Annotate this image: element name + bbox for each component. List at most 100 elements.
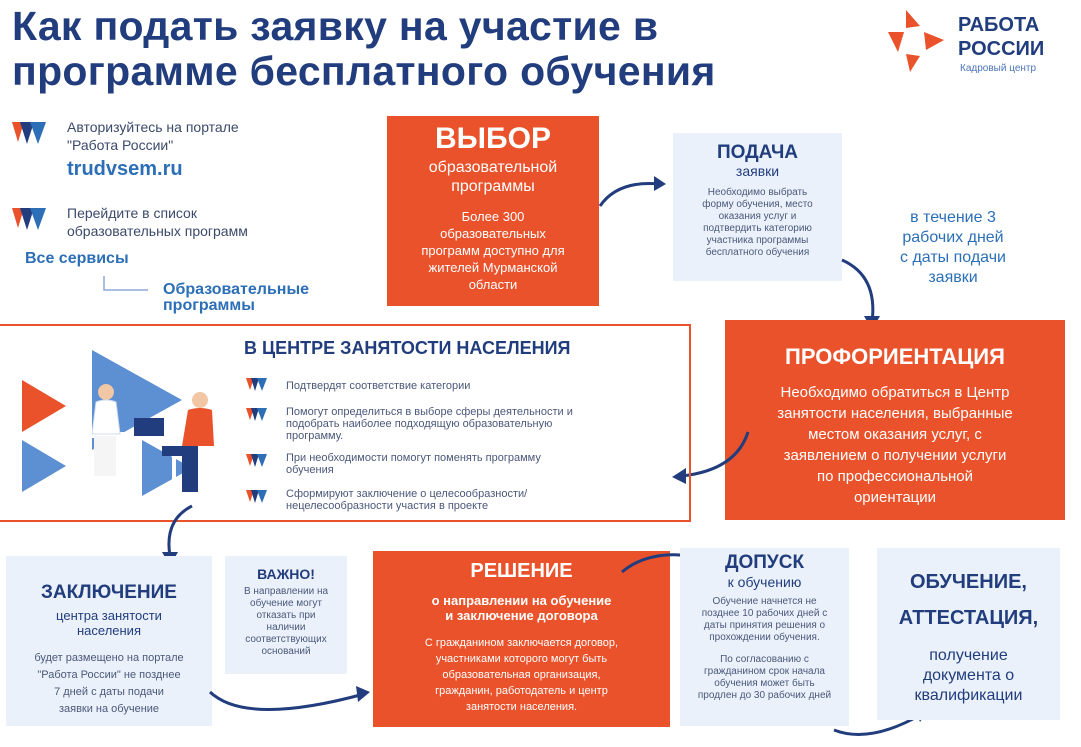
important-text-line-3: отказать при: [256, 610, 316, 621]
submit-text-line-4: подтвердить категорию: [703, 223, 812, 234]
career-text-line-4: заявлением о получении услуги: [783, 447, 1007, 464]
center-item-3: При необходимости помогут поменять прогр…: [286, 452, 541, 476]
career-heading: ПРОФОРИЕНТАЦИЯ: [785, 344, 1005, 369]
deadline-note: в течение 3 рабочих дней с даты подачи з…: [878, 208, 1028, 288]
programs-line-2: программы: [163, 297, 255, 314]
choice-text-line-2: образовательных: [440, 226, 546, 241]
admission-text-line-8: продлен до 30 рабочих дней: [697, 690, 832, 701]
page-title: Как подать заявку на участие в программе…: [12, 4, 872, 94]
submit-text-line-2: форму обучения, место: [702, 199, 813, 210]
choice-card: ВЫБОР образовательной программы Более 30…: [387, 116, 599, 306]
decision-sub-line-1: о направлении на обучение: [431, 593, 612, 608]
logo-subtitle: Кадровый центр: [960, 63, 1037, 74]
decision-card: РЕШЕНИЕ о направлении на обучение и закл…: [373, 551, 670, 727]
career-card: ПРОФОРИЕНТАЦИЯ Необходимо обратиться в Ц…: [725, 320, 1065, 520]
decision-text: С гражданином заключается договор, участ…: [373, 635, 670, 715]
deadline-line-2: рабочих дней: [902, 229, 1004, 246]
conclusion-text-line-2: "Работа России" не позднее: [37, 669, 181, 681]
center-item-2-line-2: подобрать наиболее подходящую образовате…: [286, 418, 553, 430]
conclusion-text-line-3: 7 дней с даты подачи: [54, 686, 164, 698]
site-link[interactable]: trudvsem.ru: [67, 158, 183, 180]
auth-step: Авторизуйтесь на портале "Работа России": [67, 118, 239, 154]
admission-card: ДОПУСК к обучению Обучение начнется не п…: [680, 548, 849, 726]
arrow-icon: [666, 430, 752, 486]
logo-line-1: РАБОТА: [958, 14, 1040, 36]
training-text: получение документа о квалификации: [877, 646, 1060, 706]
choice-text-line-5: области: [468, 277, 518, 292]
logo-icon: [884, 10, 954, 74]
submit-text-line-6: бесплатного обучения: [705, 247, 810, 258]
programs-line-1: Образовательные: [163, 281, 310, 298]
center-item-2: Помогут определиться в выборе сферы деят…: [286, 406, 573, 442]
path-arrow-icon: [102, 276, 152, 296]
conclusion-sub-line-2: населения: [76, 623, 141, 638]
arrow-icon: [598, 170, 668, 210]
goto-step: Перейдите в список образовательных прогр…: [67, 204, 248, 240]
center-item-1: Подтвердят соответствие категории: [286, 380, 471, 392]
career-text-line-1: Необходимо обратиться в Центр: [780, 384, 1010, 401]
goto-line-1: Перейдите в список: [67, 205, 197, 221]
training-heading-line-1: ОБУЧЕНИЕ,: [910, 571, 1027, 593]
auth-line-2: "Работа России": [67, 137, 174, 153]
training-text-line-1: получение: [929, 647, 1008, 664]
bullet-icon: [246, 490, 268, 504]
center-item-4: Сформируют заключение о целесообразности…: [286, 488, 527, 512]
training-heading-line-2: АТТЕСТАЦИЯ,: [898, 607, 1039, 629]
bullet-icon: [246, 378, 268, 392]
choice-text-line-3: программ доступно для: [421, 243, 565, 258]
choice-sub-line-2: программы: [451, 178, 535, 195]
submit-text-line-5: участника программы: [706, 235, 809, 246]
admission-text-line-4: прохождении обучения.: [709, 632, 820, 643]
title-line-1: Как подать заявку на участие в: [12, 3, 659, 49]
important-card: ВАЖНО! В направлении на обучение могут о…: [225, 556, 347, 674]
admission-text-line-6: гражданином срок начала: [703, 666, 825, 677]
submit-text-line-3: оказания услуг и: [718, 211, 797, 222]
submit-text: Необходимо выбрать форму обучения, место…: [673, 187, 842, 259]
conclusion-text: будет размещено на портале "Работа Росси…: [6, 650, 212, 718]
decision-heading: РЕШЕНИЕ: [470, 560, 573, 582]
conclusion-heading: ЗАКЛЮЧЕНИЕ: [41, 582, 177, 603]
deadline-line-1: в течение 3: [910, 209, 996, 226]
important-text-line-2: обучение могут: [250, 598, 322, 609]
admission-text-line-7: обучения может быть: [714, 678, 815, 689]
training-text-line-3: квалификации: [914, 687, 1023, 704]
important-text-line-1: В направлении на: [243, 586, 329, 597]
training-card: ОБУЧЕНИЕ, АТТЕСТАЦИЯ, получение документ…: [877, 548, 1060, 720]
career-text-line-6: ориентации: [853, 489, 937, 506]
submit-card: ПОДАЧА заявки Необходимо выбрать форму о…: [673, 133, 842, 281]
important-text-line-5: соответствующих: [245, 634, 327, 645]
choice-subtitle: образовательной программы: [387, 158, 599, 196]
conclusion-sub-line-1: центра занятости: [56, 608, 162, 623]
services-link[interactable]: Все сервисы: [25, 250, 129, 267]
deadline-line-3: с даты подачи: [900, 249, 1006, 266]
important-text: В направлении на обучение могут отказать…: [225, 586, 347, 658]
bullet-icon: [246, 454, 268, 468]
deadline-line-4: заявки: [928, 269, 978, 286]
bullet-icon: [12, 122, 48, 146]
choice-text-line-1: Более 300: [461, 209, 525, 224]
goto-line-2: образовательных программ: [67, 223, 248, 239]
training-text-line-2: документа о: [922, 667, 1015, 684]
decision-text-line-2: участниками которого могут быть: [435, 653, 608, 665]
bullet-icon: [246, 408, 268, 422]
career-text-line-5: по профессиональной: [816, 468, 974, 485]
submit-text-line-1: Необходимо выбрать: [707, 187, 808, 198]
employment-center-panel: [0, 324, 691, 522]
center-heading: В ЦЕНТРЕ ЗАНЯТОСТИ НАСЕЛЕНИЯ: [244, 338, 571, 358]
title-line-2: программе бесплатного обучения: [12, 48, 716, 94]
career-text-line-3: местом оказания услуг, с: [808, 426, 982, 443]
center-item-4-line-1: Сформируют заключение о целесообразности…: [286, 488, 528, 500]
admission-text: Обучение начнется не позднее 10 рабочих …: [680, 596, 849, 702]
admission-text-line-2: позднее 10 рабочих дней с: [701, 608, 828, 619]
choice-text-line-4: жителей Мурманской: [428, 260, 558, 275]
decision-text-line-5: занятости населения.: [465, 701, 578, 713]
consultation-illustration: [22, 350, 234, 500]
submit-subtitle: заявки: [735, 163, 780, 179]
admission-text-line-5: По согласованию с: [720, 654, 809, 665]
center-item-2-line-1: Помогут определиться в выборе сферы деят…: [286, 406, 573, 418]
training-heading: ОБУЧЕНИЕ, АТТЕСТАЦИЯ,: [877, 564, 1060, 636]
programs-link[interactable]: Образовательные программы: [163, 282, 309, 314]
conclusion-subtitle: центра занятости населения: [6, 608, 212, 638]
decision-text-line-3: образовательная организация,: [442, 669, 601, 681]
conclusion-card: ЗАКЛЮЧЕНИЕ центра занятости населения бу…: [6, 556, 212, 726]
